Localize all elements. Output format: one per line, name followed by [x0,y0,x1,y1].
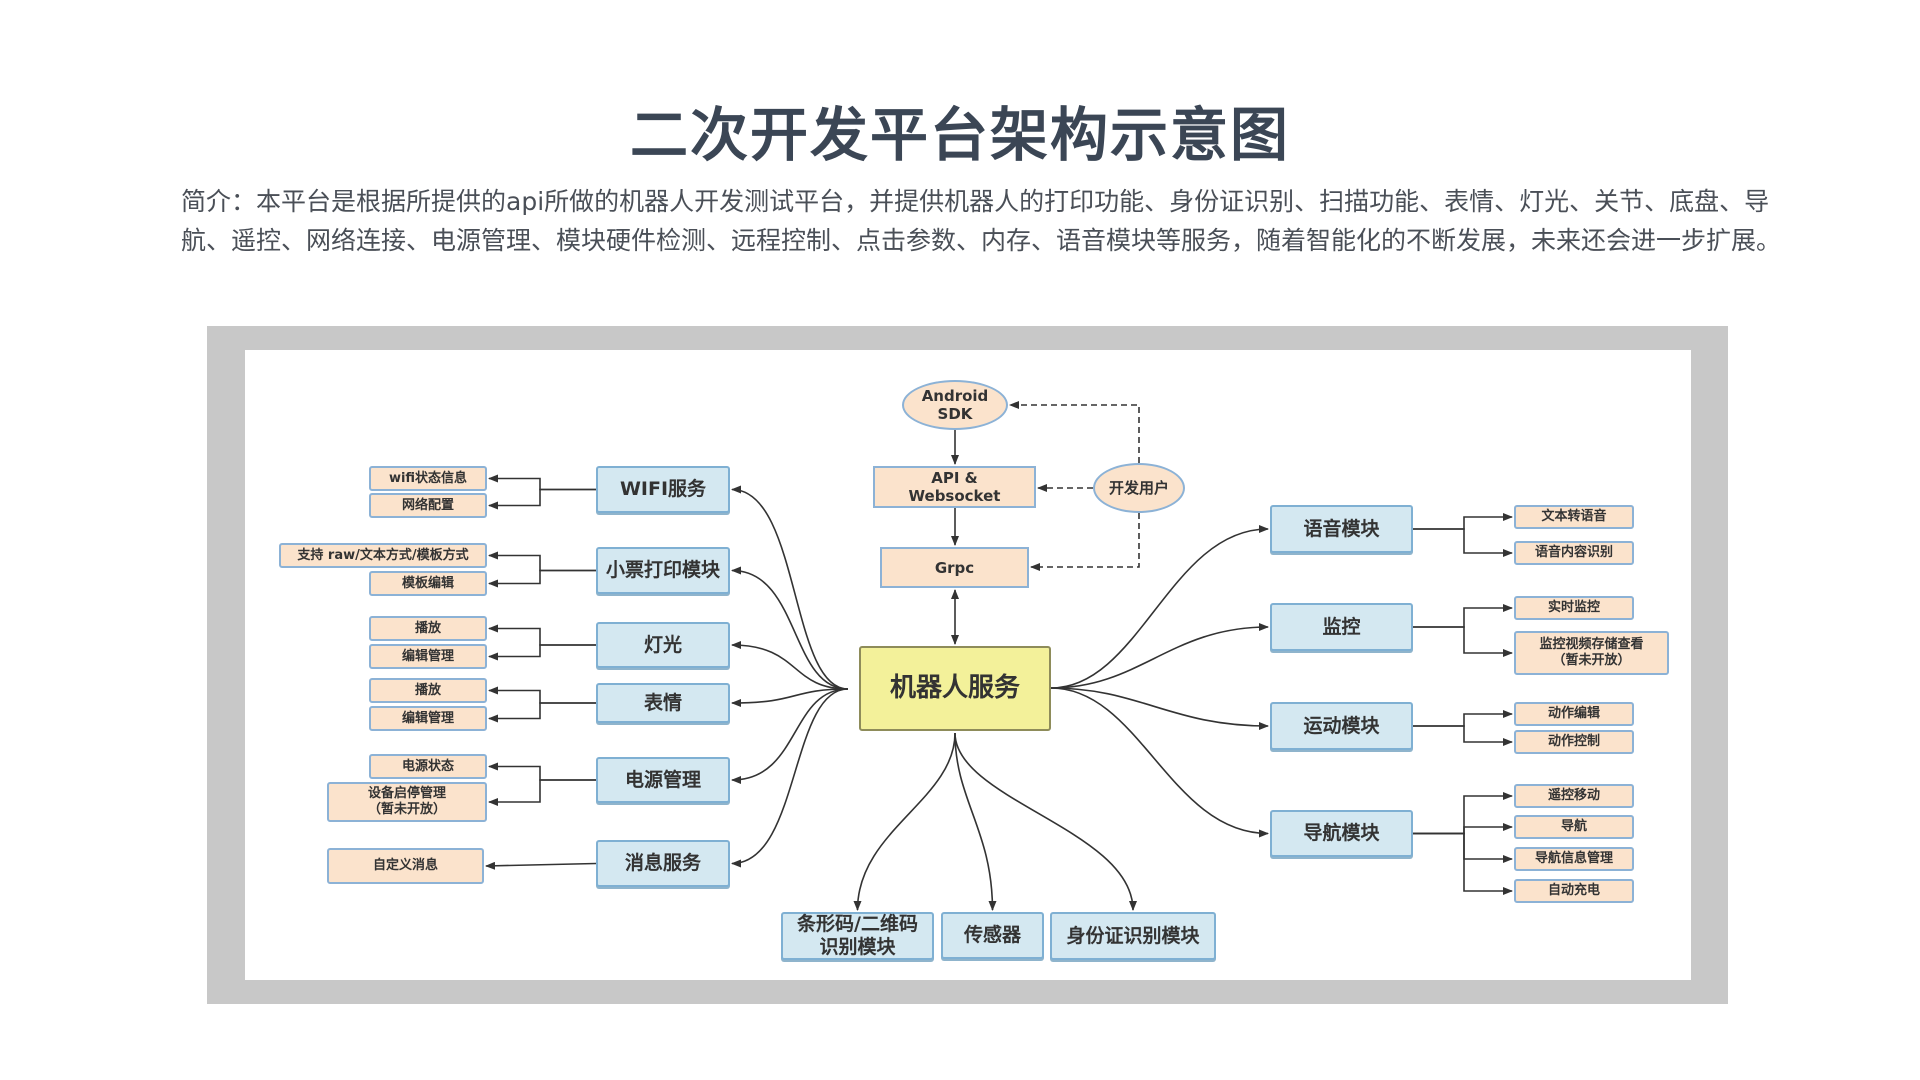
module-left: 表情 [596,683,730,723]
module-right: 导航模块 [1270,810,1413,857]
module-left: WIFI服务 [596,466,730,513]
edge-core-to-left-module [731,485,849,690]
edge-module-to-leaf [1413,604,1513,628]
edge-core-to-left-module [731,566,849,690]
module-left: 消息服务 [596,840,730,887]
module-left: 灯光 [596,622,730,668]
edge-module-to-leaf [488,644,596,661]
leaf-left: 播放 [369,678,487,703]
edge-dev-to-sdk [1009,401,1140,463]
leaf-right: 语音内容识别 [1514,541,1634,565]
edge-core-to-right-module [1050,687,1269,730]
leaf-left: 编辑管理 [369,706,487,731]
leaf-left: 模板编辑 [369,571,487,596]
edge-module-to-leaf [488,686,596,704]
edge-module-to-leaf [488,779,596,806]
edge-module-to-leaf [1413,792,1513,835]
edge-module-to-leaf [1413,528,1513,557]
edge-module-to-leaf [1413,823,1513,835]
module-right: 监控 [1270,603,1413,651]
leaf-left: 电源状态 [369,754,487,779]
edge-module-to-leaf [488,624,596,646]
edge-core-to-right-module [1050,525,1269,689]
edge-core-to-right-module [1050,623,1269,689]
grpc-node: Grpc [880,547,1029,588]
edge-core-to-right-module [1050,687,1269,838]
module-left: 小票打印模块 [596,547,730,594]
edge-core-to-left-module [731,688,849,784]
edge-module-to-leaf [488,474,596,491]
edge-core-to-left-module [731,688,849,707]
leaf-left: 编辑管理 [369,644,487,669]
module-bottom: 身份证识别模块 [1050,912,1216,960]
leaf-right: 动作编辑 [1514,702,1634,726]
edge-module-to-leaf [488,569,596,588]
leaf-right: 实时监控 [1514,596,1634,620]
leaf-right: 导航 [1514,815,1634,839]
edge-module-to-leaf [488,488,596,510]
module-right: 运动模块 [1270,702,1413,750]
edge-core-to-bottom-module [954,732,997,911]
edge-module-to-leaf [1413,513,1513,530]
intro-paragraph: 简介：本平台是根据所提供的api所做的机器人开发测试平台，并提供机器人的打印功能… [181,187,1782,255]
api-websocket-node: API & Websocket [873,466,1036,508]
leaf-right: 遥控移动 [1514,784,1634,808]
leaf-left: 自定义消息 [327,848,484,884]
android-sdk-node: Android SDK [902,380,1008,430]
leaf-right: 自动充电 [1514,879,1634,903]
edge-core-to-left-module [731,641,849,690]
module-left: 电源管理 [596,757,730,803]
edge-module-to-leaf [488,551,596,572]
edge-module-to-leaf [1413,832,1513,863]
leaf-right: 文本转语音 [1514,505,1634,529]
page-title: 二次开发平台架构示意图 [629,101,1290,169]
leaf-left: 支持 raw/文本方式/模板方式 [279,543,487,568]
leaf-left: wifi状态信息 [369,466,487,491]
module-bottom: 条形码/二维码 识别模块 [781,912,934,960]
edge-module-to-leaf [485,861,597,870]
edge-module-to-leaf [488,702,596,723]
robot-service-core: 机器人服务 [859,646,1051,731]
edge-module-to-leaf [488,762,596,781]
module-right: 语音模块 [1270,505,1413,553]
edge-core-to-bottom-module [853,732,956,911]
edge-module-to-leaf [1413,832,1513,895]
leaf-left: 设备启停管理 （暂未开放） [327,782,487,822]
module-bottom: 传感器 [941,912,1044,959]
leaf-right: 导航信息管理 [1514,847,1634,871]
leaf-right: 动作控制 [1514,730,1634,754]
edge-module-to-leaf [1413,626,1513,657]
leaf-right: 监控视频存储查看 （暂未开放） [1514,631,1669,675]
edge-dev-to-grpc [1030,513,1140,571]
edge-module-to-leaf [1413,710,1513,727]
edge-core-to-left-module [731,688,849,868]
edge-module-to-leaf [1413,725,1513,746]
developer-user-node: 开发用户 [1093,463,1185,513]
leaf-left: 网络配置 [369,493,487,518]
edge-core-to-bottom-module [954,732,1137,911]
leaf-left: 播放 [369,616,487,641]
